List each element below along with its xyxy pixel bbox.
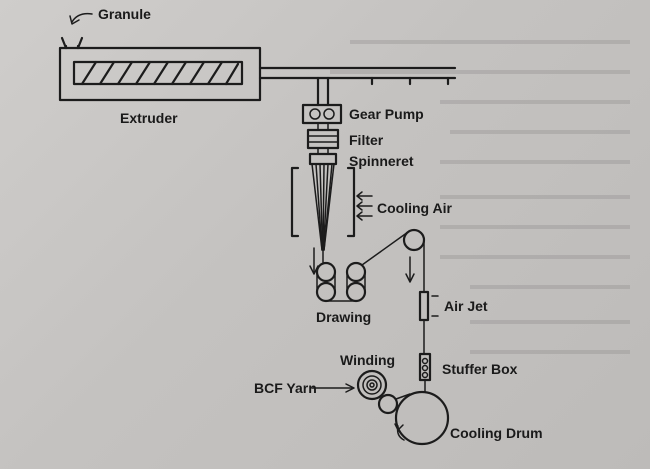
manifold-pipe — [258, 66, 457, 107]
gear-pump — [301, 103, 343, 125]
filter-label: Filter — [349, 132, 384, 148]
bcf-yarn-arrow — [311, 383, 355, 393]
cooling-drum — [394, 379, 450, 446]
gear-pump-label: Gear Pump — [349, 106, 424, 122]
bcf-yarn-label: BCF Yarn — [254, 380, 317, 396]
winding-label: Winding — [340, 352, 395, 368]
granule-arrow — [69, 12, 93, 25]
cooling-drum-label: Cooling Drum — [450, 425, 543, 441]
drawing-label: Drawing — [316, 309, 371, 325]
drawing-rolls — [315, 261, 367, 303]
cooling-air-label: Cooling Air — [377, 200, 452, 216]
filament-bundle — [311, 163, 335, 251]
show-through-texture — [330, 40, 630, 354]
cooling-air-arrows — [356, 191, 373, 221]
filter — [306, 122, 340, 150]
stuffer-box — [418, 319, 432, 382]
air-jet-label: Air Jet — [444, 298, 488, 314]
extruder-body — [58, 46, 262, 102]
granule-hopper — [60, 36, 84, 50]
air-jet — [418, 290, 439, 322]
extruder-screw — [80, 60, 240, 86]
granule-label: Granule — [98, 6, 151, 22]
stuffer-box-label: Stuffer Box — [442, 361, 518, 377]
extruder-label: Extruder — [120, 110, 178, 126]
top-godet — [361, 228, 426, 293]
spinneret-label: Spinneret — [349, 153, 414, 169]
winding-package — [356, 369, 411, 415]
spinneret — [308, 147, 338, 166]
quench-chimney — [290, 166, 356, 238]
